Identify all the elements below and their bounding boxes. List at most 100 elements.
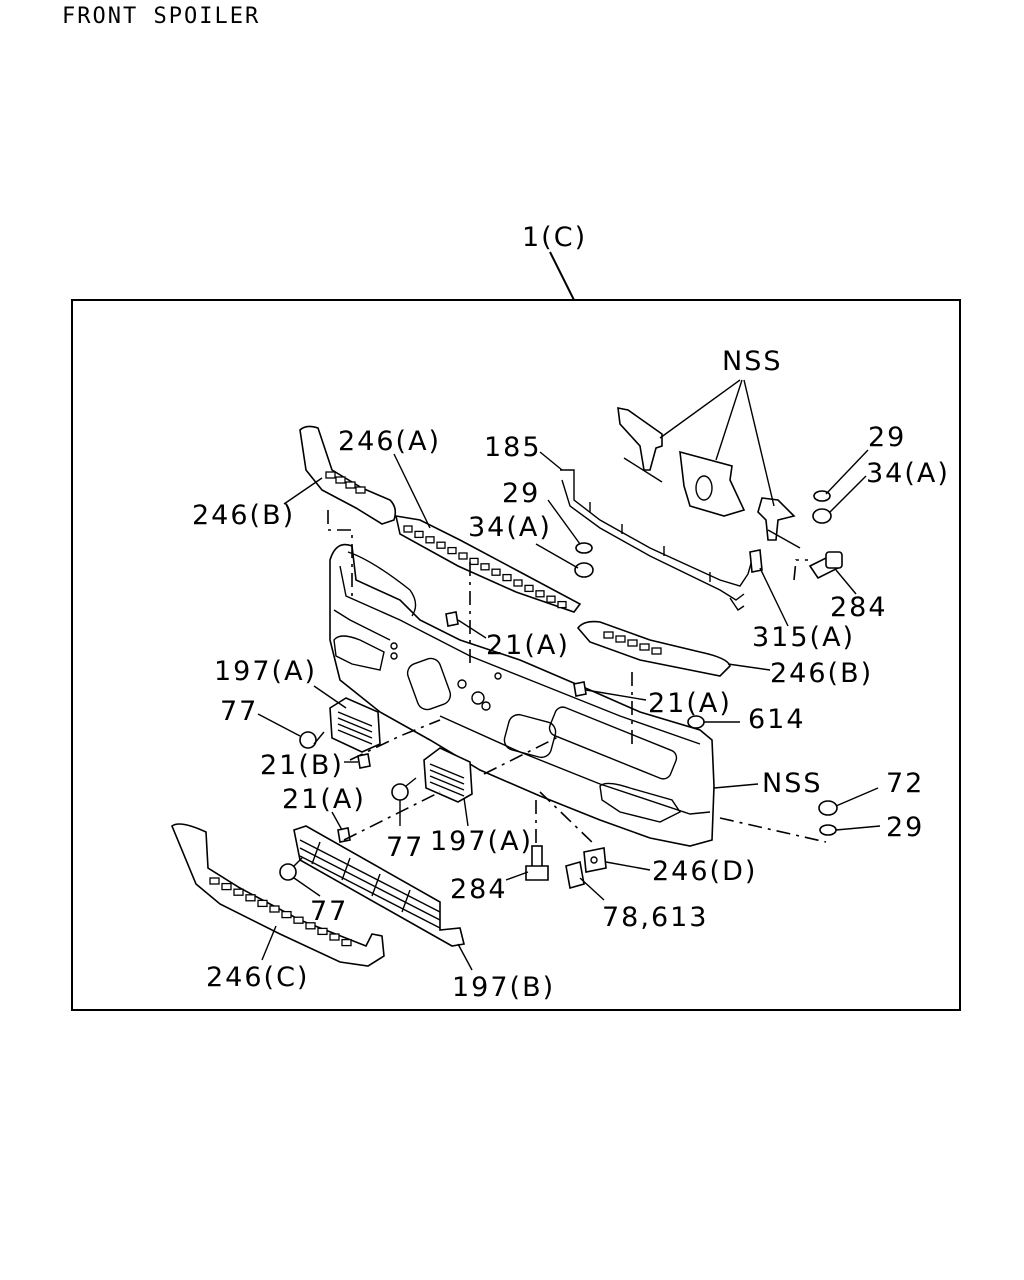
bracket-315a	[749, 549, 763, 573]
clip-246d	[583, 847, 607, 873]
reinforcement-bar-185	[560, 469, 757, 611]
grille-slot	[425, 536, 435, 544]
callout-72[interactable]: 72	[886, 768, 924, 799]
leader-29-right	[825, 449, 869, 495]
assembly-leader	[549, 251, 575, 301]
bolt-284-right	[808, 551, 843, 580]
grille-slot	[524, 584, 534, 593]
callout-614[interactable]: 614	[748, 704, 806, 735]
callout-284-right[interactable]: 284	[830, 592, 888, 623]
grille-slot	[513, 579, 523, 587]
leader-77-left	[257, 713, 301, 737]
callout-246d[interactable]: 246(D)	[652, 856, 757, 887]
leader-21a-mid	[585, 689, 647, 701]
lip-slot	[221, 882, 232, 891]
leader-246c	[261, 925, 277, 961]
leader-77-low	[293, 877, 321, 897]
lip-slot	[329, 933, 340, 941]
lip-slot	[269, 905, 280, 913]
leader-246b-left	[283, 477, 323, 505]
callout-nss-top[interactable]: NSS	[722, 346, 782, 377]
callout-185[interactable]: 185	[484, 432, 542, 463]
callout-246a[interactable]: 246(A)	[338, 426, 441, 457]
lip-slot	[257, 899, 268, 908]
top-grille-strip-246a	[394, 515, 582, 613]
end-cap-right-246b	[576, 620, 731, 677]
grille-slot	[546, 595, 556, 603]
grille-slot	[491, 568, 501, 576]
lip-slot	[209, 877, 220, 885]
nss-brackets	[617, 406, 801, 549]
leader-315a	[759, 567, 789, 627]
callout-77-left[interactable]: 77	[220, 696, 258, 727]
bolt-284-low	[525, 845, 549, 881]
nut-34a-right	[812, 508, 832, 524]
grille-slot	[557, 600, 567, 609]
grille-slot	[469, 557, 479, 566]
callout-21a-lower[interactable]: 21(A)	[282, 784, 366, 815]
callout-34a-right[interactable]: 34(A)	[866, 458, 950, 489]
nut-72	[818, 800, 838, 816]
grille-slot	[480, 563, 490, 571]
clip-78-613	[565, 860, 585, 890]
leader-21a-upper	[457, 619, 487, 639]
callout-29-low[interactable]: 29	[886, 812, 924, 843]
leader-284-right	[835, 569, 857, 595]
bumper-body	[329, 543, 715, 847]
washer-29-low	[819, 824, 837, 836]
callout-197b[interactable]: 197(B)	[452, 972, 555, 1003]
leader-284-low	[505, 871, 529, 881]
assembly-dashline-5	[483, 735, 561, 775]
grille-slot	[502, 573, 512, 582]
grille-slot	[436, 541, 446, 549]
callout-21b[interactable]: 21(B)	[260, 750, 344, 781]
lip-slot	[293, 916, 304, 924]
grille-slot	[414, 530, 424, 539]
callout-246b-right[interactable]: 246(B)	[770, 658, 873, 689]
callout-78-613[interactable]: 78,613	[602, 902, 708, 933]
callout-246c[interactable]: 246(C)	[206, 962, 309, 993]
leader-34a-mid	[535, 543, 579, 569]
lip-slot	[233, 888, 244, 896]
leader-nss-top-2	[715, 379, 743, 461]
callout-34a-mid[interactable]: 34(A)	[468, 512, 552, 543]
assembly-dashline-1	[327, 510, 353, 596]
assembly-label[interactable]: 1(C)	[522, 222, 587, 253]
callout-21a-upper[interactable]: 21(A)	[486, 630, 570, 661]
leader-21a-lower	[331, 811, 343, 831]
leader-78-613	[579, 877, 605, 901]
leader-34a-right	[829, 475, 867, 513]
clip-21a-upper	[445, 611, 459, 627]
callout-nss-mid[interactable]: NSS	[762, 768, 822, 799]
callout-197a-left[interactable]: 197(A)	[214, 656, 317, 687]
washer-29-mid	[575, 542, 593, 554]
grille-slot	[458, 552, 468, 560]
screw-77-low	[279, 857, 303, 881]
callout-315a[interactable]: 315(A)	[752, 622, 855, 653]
callout-29-right[interactable]: 29	[868, 422, 906, 453]
clip-21b	[357, 753, 371, 769]
callout-29-mid[interactable]: 29	[502, 478, 540, 509]
grille-slot	[535, 590, 545, 598]
leader-246a	[393, 453, 431, 529]
assembly-dashline-10	[343, 791, 441, 841]
callout-246b-left[interactable]: 246(B)	[192, 500, 295, 531]
lower-grille-197b	[293, 825, 465, 947]
leader-197b	[457, 943, 473, 971]
callout-197a-mid[interactable]: 197(A)	[430, 826, 533, 857]
lip-slot	[341, 938, 352, 947]
assembly-dashline-9	[793, 559, 808, 581]
callout-21a-mid[interactable]: 21(A)	[648, 688, 732, 719]
leader-246d	[605, 861, 651, 871]
leader-72	[835, 787, 879, 807]
callout-284-low[interactable]: 284	[450, 874, 508, 905]
leader-29-mid	[547, 499, 581, 545]
page-title: FRONT SPOILER	[62, 4, 261, 29]
callout-77-mid[interactable]: 77	[386, 832, 424, 863]
leader-29-low	[835, 825, 881, 831]
nut-34a-mid	[574, 562, 594, 578]
grille-slot	[447, 546, 457, 555]
callout-77-low[interactable]: 77	[310, 896, 348, 927]
lip-slot	[245, 894, 256, 902]
